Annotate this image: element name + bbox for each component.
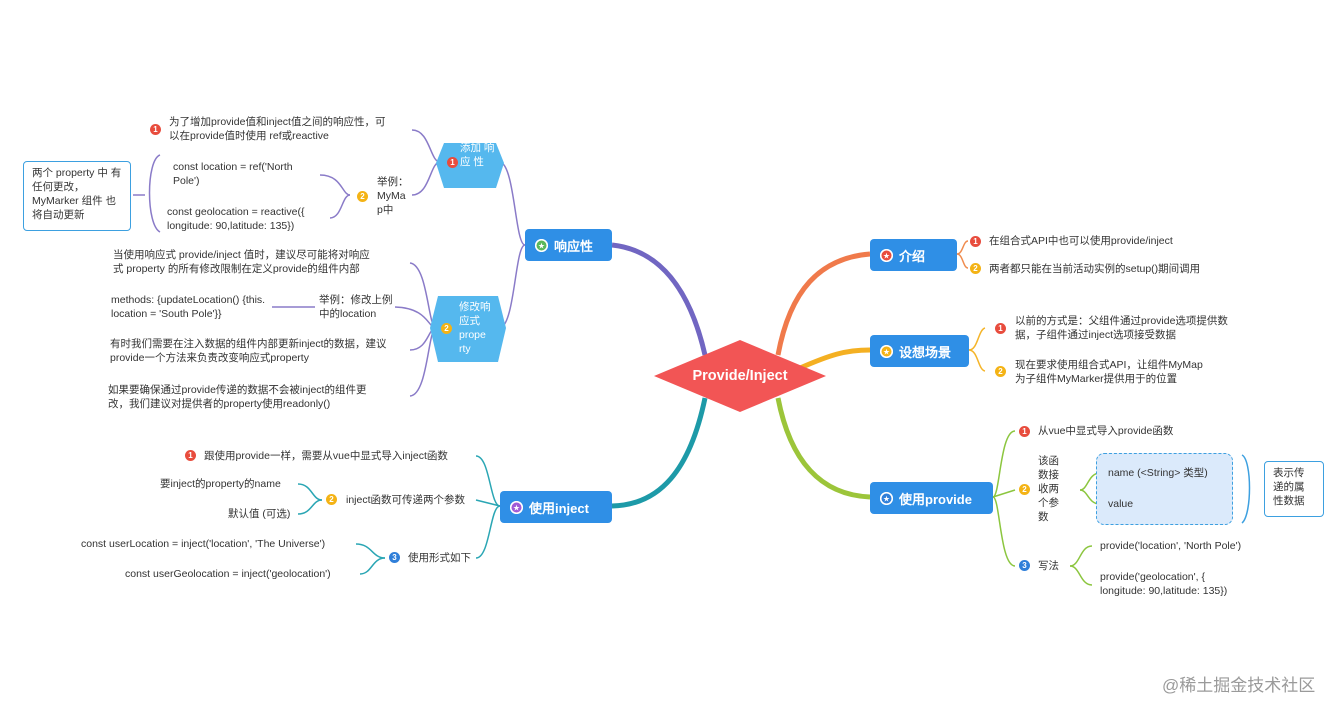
number-1-icon: 1: [185, 450, 196, 461]
hex-node-modify-reactive: [430, 296, 506, 362]
number-1-icon: 1: [150, 124, 161, 135]
topic-inject[interactable]: ★ 使用inject: [500, 491, 612, 523]
branch-line-provide: [775, 397, 871, 500]
svg-text:★: ★: [883, 251, 890, 260]
inject-param-name: 要inject的property的name: [160, 478, 281, 490]
params-box: [1096, 453, 1233, 525]
branch-line-reactive: [611, 242, 708, 356]
inject-param-default: 默认值 (可选): [228, 508, 291, 520]
center-topic[interactable]: Provide/Inject: [692, 368, 788, 384]
scenario-item-2: 现在要求使用组合式API，让组件MyMap 为子组件MyMarker提供用于的位…: [1015, 359, 1203, 385]
intro-item-2: 两者都只能在当前活动实例的setup()期间调用: [989, 263, 1201, 275]
inject-item-3: 使用形式如下: [408, 552, 471, 564]
number-2-icon: 2: [995, 366, 1006, 377]
reactive-sub1-code2: const geolocation = reactive({ longitude…: [167, 206, 305, 232]
reactive-sub1-example-label: 举例： MyMa p中: [377, 176, 409, 216]
topic-reactive[interactable]: ★ 响应性: [525, 229, 612, 261]
topic-inject-label: 使用inject: [529, 500, 589, 516]
provide-example-1: provide('location', 'North Pole'): [1100, 540, 1242, 552]
branch-line-inject: [611, 397, 708, 509]
topic-reactive-label: 响应性: [554, 238, 594, 254]
provide-item-1: 从vue中显式导入provide函数: [1038, 425, 1174, 437]
hex-node-add-reactive: [436, 143, 504, 188]
number-1-icon: 1: [1019, 426, 1030, 437]
number-2-icon: 2: [357, 191, 368, 202]
branch-line-scenario: [799, 347, 871, 371]
hex-label-modify-reactive[interactable]: 修改响 应式 prope rty: [459, 301, 491, 355]
star-icon: ★: [510, 500, 523, 514]
topic-provide-label: 使用provide: [899, 491, 972, 507]
inject-item-1: 跟使用provide一样，需要从vue中显式导入inject函数: [204, 450, 448, 462]
svg-text:★: ★: [883, 494, 890, 503]
reactive-sub1-note: 两个 property 中 有任何更改， MyMarker 组件 也将自动更新: [23, 161, 131, 231]
scenario-item-1: 以前的方式是：父组件通过provide选项提供数 据，子组件通过inject选项…: [1015, 315, 1228, 341]
topic-provide[interactable]: ★ 使用provide: [870, 482, 993, 514]
reactive-sub2-item-3: 如果要确保通过provide传递的数据不会被inject的组件更 改，我们建议对…: [108, 384, 367, 410]
topic-intro[interactable]: ★ 介绍: [870, 239, 957, 271]
provide-param-value: value: [1108, 498, 1134, 510]
branch-line-intro: [775, 251, 871, 356]
number-2-icon: 2: [326, 494, 337, 505]
number-2-icon: 2: [970, 263, 981, 274]
star-icon: ★: [880, 491, 893, 505]
star-icon: ★: [880, 344, 893, 358]
provide-param-name: name (<String> 类型): [1108, 467, 1208, 479]
number-1-icon: 1: [995, 323, 1006, 334]
inject-example-1: const userLocation = inject('location', …: [81, 538, 326, 550]
provide-item-3: 写法: [1038, 560, 1059, 572]
number-3-icon: 3: [1019, 560, 1030, 571]
center-node-shape: [654, 340, 826, 412]
svg-text:★: ★: [513, 503, 520, 512]
number-1-icon: 1: [970, 236, 981, 247]
topic-intro-label: 介绍: [899, 248, 926, 264]
reactive-sub1-code1: const location = ref('North Pole'): [173, 161, 293, 187]
svg-text:★: ★: [883, 347, 890, 356]
reactive-sub2-item-1: 当使用响应式 provide/inject 值时，建议尽可能将对响应 式 pro…: [113, 249, 370, 275]
number-2-icon: 2: [1019, 484, 1030, 495]
number-2-icon: 2: [441, 323, 452, 334]
topic-scenario-label: 设想场景: [899, 344, 952, 360]
svg-text:★: ★: [538, 241, 545, 250]
star-icon: ★: [880, 248, 893, 262]
topic-scenario[interactable]: ★ 设想场景: [870, 335, 969, 367]
params-note: 表示传 递的属 性数据: [1264, 461, 1324, 517]
number-3-icon: 3: [389, 552, 400, 563]
hex-label-add-reactive[interactable]: 添加 响应 性: [460, 142, 495, 168]
watermark: @稀土掘金技术社区: [1162, 676, 1316, 695]
reactive-sub2-example-code: methods: {updateLocation() {this. locati…: [111, 294, 266, 320]
reactive-sub2-example-label: 举例：修改上例 中的location: [319, 294, 393, 320]
reactive-sub2-item-2: 有时我们需要在注入数据的组件内部更新inject的数据，建议 provide一个…: [110, 338, 387, 364]
number-1-icon: 1: [447, 157, 458, 168]
intro-item-1: 在组合式API中也可以使用provide/inject: [989, 235, 1173, 247]
reactive-sub1-desc: 为了增加provide值和inject值之间的响应性，可 以在provide值时…: [169, 116, 386, 142]
provide-item-2: 该函 数接 收两 个参 数: [1038, 455, 1059, 523]
inject-item-2: inject函数可传递两个参数: [346, 494, 466, 506]
inject-example-2: const userGeolocation = inject('geolocat…: [125, 568, 331, 580]
star-icon: ★: [535, 238, 548, 252]
provide-example-2: provide('geolocation', { longitude: 90,l…: [1100, 571, 1228, 597]
